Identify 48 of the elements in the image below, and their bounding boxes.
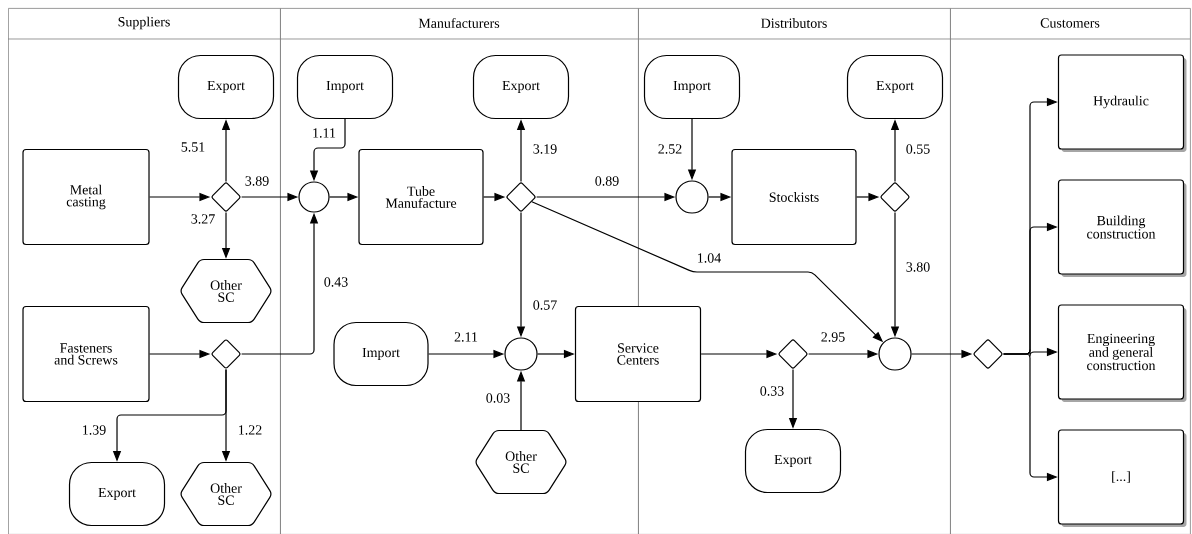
decision-diamond — [506, 182, 536, 212]
decision-diamond — [880, 182, 910, 212]
edge-label: 1.22 — [236, 424, 264, 436]
edge-label: 1.11 — [311, 127, 337, 139]
hexagon-box: Other SC — [180, 258, 272, 324]
process-box: Tube Manufacture — [358, 148, 484, 246]
junction-circle — [504, 337, 538, 371]
process-box: Metal casting — [22, 148, 150, 246]
decision-diamond — [778, 339, 808, 369]
edge-label: 2.11 — [453, 331, 479, 343]
edge-label: 0.89 — [593, 175, 621, 187]
edge-label: 3.89 — [243, 175, 271, 187]
terminal-box: Export — [744, 428, 842, 494]
edge-label: 1.04 — [695, 252, 723, 264]
edge-label: 1.39 — [80, 424, 108, 436]
hexagon-box: Other SC — [475, 429, 567, 495]
process-box: Stockists — [731, 148, 857, 246]
edge-label: 0.33 — [758, 385, 786, 397]
junction-circle — [298, 181, 330, 213]
process-box: Service Centers — [574, 305, 702, 403]
hexagon-box: Other SC — [180, 461, 272, 527]
decision-diamond — [973, 339, 1003, 369]
terminal-box: Import — [296, 54, 394, 120]
terminal-box: Export — [68, 461, 166, 527]
edge-label: 5.51 — [179, 141, 207, 153]
process-box: Fasteners and Screws — [22, 305, 150, 403]
decision-diamond — [211, 182, 241, 212]
edge-label: 0.55 — [904, 143, 932, 155]
customer-box: Engineering and general construction — [1057, 304, 1187, 402]
edge-label: 3.19 — [531, 143, 559, 155]
edge-label: 3.27 — [189, 213, 217, 225]
junction-circle — [675, 180, 709, 214]
edge-label: 2.95 — [819, 331, 847, 343]
terminal-box: Export — [177, 54, 275, 120]
customer-box: Hydraulic — [1057, 54, 1187, 152]
edge-label: 0.57 — [531, 299, 559, 311]
customer-box: Building construction — [1057, 179, 1187, 277]
edge-label: 2.52 — [656, 143, 684, 155]
customer-box: [...] — [1057, 429, 1187, 527]
terminal-box: Export — [472, 54, 570, 120]
terminal-box: Export — [846, 54, 944, 120]
edge-label: 0.03 — [484, 392, 512, 404]
edge-label: 0.43 — [322, 276, 350, 288]
terminal-box: Import — [643, 54, 741, 120]
terminal-box: Import — [333, 321, 429, 387]
decision-diamond — [211, 339, 241, 369]
junction-circle — [878, 337, 912, 371]
edge-label: 3.80 — [904, 261, 932, 273]
